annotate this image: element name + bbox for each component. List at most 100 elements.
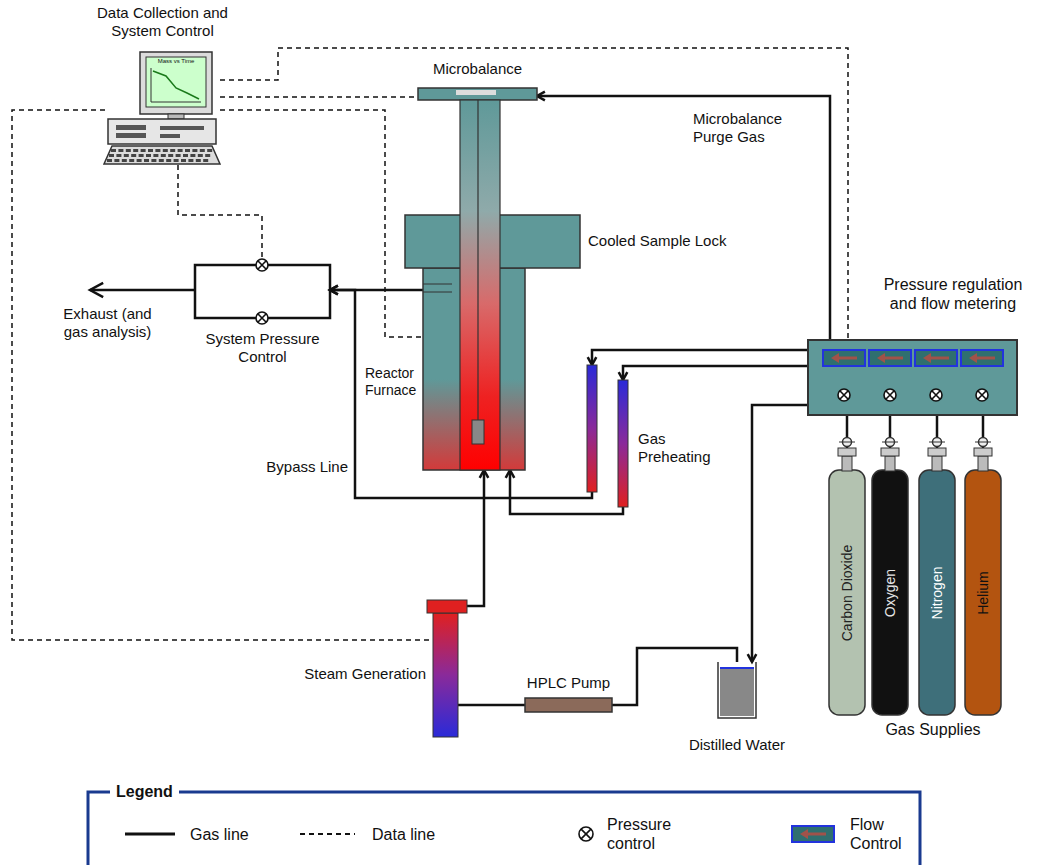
reactor-furnace-art: [423, 268, 525, 470]
exhaust-outlet: Exhaust (and gas analysis): [90, 283, 110, 297]
component-label: Distilled Water: [683, 736, 791, 754]
component-label: Gas Preheating: [638, 430, 718, 466]
water: [720, 668, 754, 716]
pressure-control-cross: [258, 314, 266, 322]
key: [190, 154, 195, 157]
plot-line: [153, 71, 199, 99]
key: [111, 149, 116, 152]
outlet-port: [423, 284, 452, 292]
cylinder-label: Carbon Dioxide: [839, 544, 856, 641]
component-label: Microbalance: [408, 60, 547, 78]
key: [129, 159, 134, 162]
art-group: [587, 365, 628, 507]
key: [118, 149, 123, 152]
flow-control-sample: [792, 826, 834, 842]
gas-cylinder: [872, 470, 908, 715]
data-line: [178, 165, 262, 258]
key: [176, 154, 181, 157]
microbalance-housing: [418, 88, 537, 100]
valve-handle-bar: [929, 442, 945, 443]
component-label: Exhaust (and gas analysis): [55, 305, 160, 341]
connector-group: [537, 92, 830, 340]
connector-group: [748, 405, 808, 662]
text-holder: Steam Generation: [258, 665, 426, 683]
arrowhead: [619, 372, 628, 380]
pressure-control-symbol: [838, 389, 850, 401]
flow-arrow-shaft: [837, 357, 857, 360]
pressure-control-cross: [932, 391, 940, 399]
key: [181, 159, 186, 162]
flow-arrow-shaft: [883, 357, 903, 360]
pressure-loop: [195, 265, 330, 318]
key: [207, 149, 212, 152]
regulation-panel: [808, 340, 1017, 415]
key: [153, 154, 158, 157]
hplc-pump-art: [525, 698, 612, 712]
legend-title: Legend: [116, 782, 173, 801]
key: [198, 154, 203, 157]
arrowhead: [506, 470, 515, 478]
connector-group: [90, 283, 195, 297]
data-line: [220, 96, 418, 98]
arrowhead: [588, 357, 597, 365]
art-group: [872, 438, 908, 716]
cylinder-label: Oxygen: [882, 568, 899, 616]
component-label: HPLC Pump: [520, 674, 617, 692]
computer-case: [108, 119, 216, 144]
flow-arrow-shaft: [929, 357, 949, 360]
key: [131, 154, 136, 157]
pressure-control-cross: [886, 391, 894, 399]
component-label: System Pressure Control: [190, 330, 335, 366]
regulation-panel-box: Pressure regulation and flow metering: [808, 340, 1017, 415]
gas-line: [467, 470, 484, 606]
art-group: [104, 52, 220, 164]
key: [183, 154, 188, 157]
valve-handle-bar: [882, 442, 898, 443]
keyboard: [104, 146, 220, 164]
steam-generator-tube: [433, 613, 458, 737]
microbalance: Microbalance: [418, 88, 537, 100]
preheater-tube: [587, 365, 597, 492]
gas-preheater-art: [585, 365, 630, 507]
regulation-panel-box-art: [808, 340, 1017, 415]
key: [170, 149, 175, 152]
component-label: Pressure regulation and flow metering: [873, 275, 1033, 313]
gas-cylinder: [919, 470, 955, 715]
pressure-control-cross: [840, 391, 848, 399]
connector-group: [220, 48, 848, 340]
flow-control-symbol: [792, 826, 834, 842]
flow-arrow-shaft: [806, 833, 826, 836]
flow-arrow-head: [877, 353, 885, 363]
arrowhead: [90, 283, 103, 297]
valve-handle-bar: [975, 442, 991, 443]
component-label: Data Collection and System Control: [80, 4, 245, 40]
reactor-tube: [460, 100, 500, 470]
pressure-control-symbol: [579, 827, 593, 841]
key: [133, 149, 138, 152]
water-reservoir-art: [718, 662, 756, 718]
cylinder-label: Nitrogen: [929, 566, 946, 619]
pressure-control-sample: [579, 827, 593, 841]
drive-slot: [116, 125, 146, 130]
gas-line: [90, 289, 195, 292]
label-holder: Legend: [110, 782, 179, 801]
key: [168, 154, 173, 157]
edge-label: Bypass Line: [264, 458, 350, 476]
gas-cylinder-box: Carbon Dioxide: [829, 470, 865, 715]
key: [203, 159, 208, 162]
cylinder-valve: [928, 448, 946, 456]
label-holder: Gas Supplies: [858, 720, 1008, 739]
flow-control-symbol: [823, 350, 865, 366]
label-holder: Mass vs Time: [148, 58, 204, 64]
valve-handle-bar: [839, 442, 855, 443]
text-holder: Distilled Water: [683, 736, 791, 754]
key: [159, 159, 164, 162]
gas-cylinder-box: Nitrogen: [919, 470, 955, 715]
legend-entry: Gas line: [190, 825, 249, 844]
cylinder-neck: [932, 456, 942, 471]
text-holder: Exhaust (and gas analysis): [55, 305, 160, 341]
text-holder: Nitrogen: [929, 566, 946, 619]
gas-line-sample: [125, 833, 175, 836]
legend-frame: [88, 792, 920, 865]
